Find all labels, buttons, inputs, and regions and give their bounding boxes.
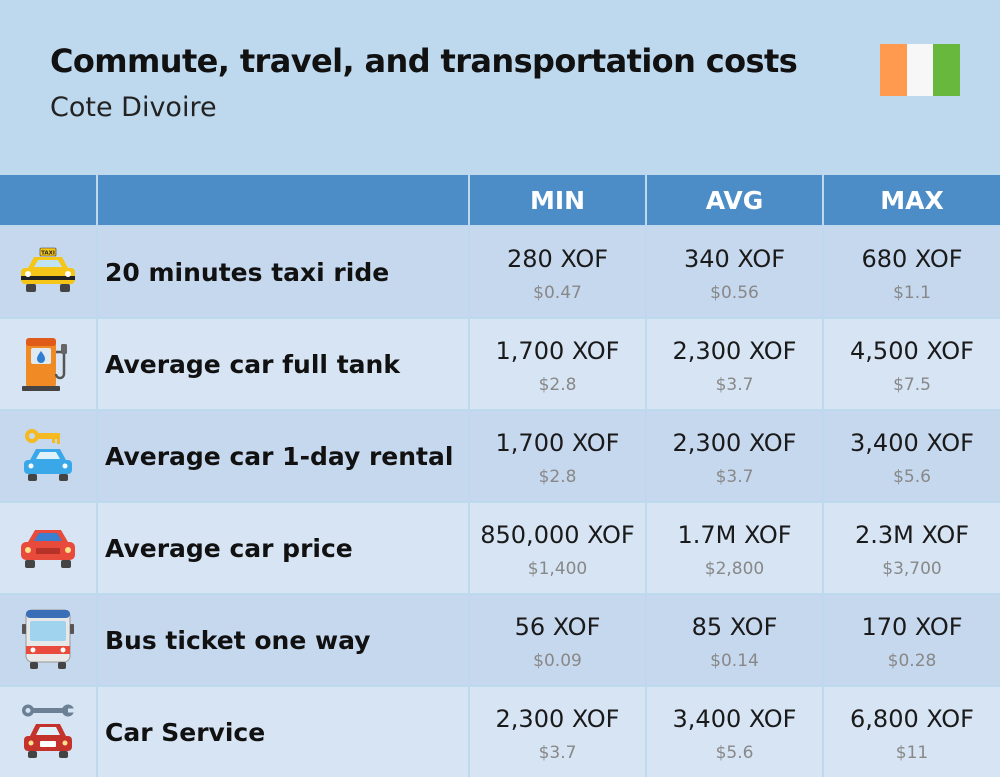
flag-stripe-orange (880, 44, 907, 96)
table-header-row: MIN AVG MAX (0, 175, 1000, 225)
table-row: TAXI 20 minutes taxi ride 280 XOF $0.47 … (0, 227, 1000, 317)
min-usd-value: $3.7 (538, 743, 577, 763)
min-local-value: 1,700 XOF (495, 337, 620, 365)
min-local-value: 280 XOF (506, 245, 609, 273)
max-usd-value: $5.6 (893, 467, 931, 487)
max-local-value: 3,400 XOF (850, 429, 974, 457)
avg-usd-value: $3.7 (715, 375, 754, 395)
country-subtitle: Cote Divoire (50, 92, 217, 123)
min-local-value: 850,000 XOF (480, 521, 635, 549)
header-label-cell (98, 175, 468, 225)
car-service-icon (22, 704, 75, 758)
avg-local-value: 1.7M XOF (677, 521, 792, 549)
flag-stripe-green (933, 44, 961, 96)
flag-icon (880, 44, 961, 96)
table-row: Bus ticket one way 56 XOF $0.09 85 XOF $… (0, 595, 1000, 685)
taxi-icon: TAXI (21, 247, 75, 292)
avg-local-value: 85 XOF (691, 613, 778, 641)
row-label: Average car 1-day rental (98, 411, 468, 501)
max-usd-value: $11 (895, 743, 929, 763)
avg-local-value: 3,400 XOF (672, 705, 797, 733)
max-usd-value: $3,700 (882, 559, 942, 579)
max-local-value: 680 XOF (861, 245, 963, 273)
avg-usd-value: $2,800 (704, 559, 765, 579)
max-local-value: 170 XOF (861, 613, 963, 641)
car-rental-icon (24, 429, 72, 481)
row-label: Average car full tank (98, 319, 468, 409)
max-usd-value: $7.5 (893, 375, 931, 395)
row-label: 20 minutes taxi ride (98, 227, 468, 317)
max-local-value: 2.3M XOF (854, 521, 970, 549)
column-header-avg: AVG (647, 175, 822, 225)
svg-text:TAXI: TAXI (41, 251, 55, 257)
row-label: Average car price (98, 503, 468, 593)
min-local-value: 56 XOF (514, 613, 601, 641)
min-usd-value: $0.09 (533, 651, 582, 671)
max-local-value: 6,800 XOF (850, 705, 974, 733)
max-usd-value: $0.28 (887, 651, 937, 671)
column-header-min: MIN (470, 175, 645, 225)
avg-usd-value: $0.14 (710, 651, 759, 671)
avg-usd-value: $3.7 (715, 467, 754, 487)
flag-stripe-white (906, 44, 934, 96)
table-row: Average car price 850,000 XOF $1,400 1.7… (0, 503, 1000, 593)
avg-usd-value: $5.6 (715, 743, 754, 763)
avg-local-value: 340 XOF (683, 245, 786, 273)
max-local-value: 4,500 XOF (850, 337, 974, 365)
car-icon (21, 530, 75, 568)
table-row: Average car 1-day rental 1,700 XOF $2.8 … (0, 411, 1000, 501)
page-header: Commute, travel, and transportation cost… (0, 0, 1000, 175)
bus-icon (22, 609, 74, 669)
fuel-pump-icon (22, 338, 67, 391)
table-row: Car Service 2,300 XOF $3.7 3,400 XOF $5.… (0, 687, 1000, 777)
page-title: Commute, travel, and transportation cost… (50, 42, 798, 80)
min-usd-value: $2.8 (538, 375, 577, 395)
min-usd-value: $0.47 (533, 283, 582, 303)
min-local-value: 2,300 XOF (495, 705, 620, 733)
avg-local-value: 2,300 XOF (672, 337, 797, 365)
max-usd-value: $1.1 (893, 283, 931, 303)
row-label: Car Service (98, 687, 468, 777)
table-row: Average car full tank 1,700 XOF $2.8 2,3… (0, 319, 1000, 409)
min-local-value: 1,700 XOF (495, 429, 620, 457)
cost-table: MIN AVG MAX TAXI 20 minutes taxi ride 28… (0, 175, 1000, 777)
row-label: Bus ticket one way (98, 595, 468, 685)
min-usd-value: $1,400 (527, 559, 588, 579)
avg-local-value: 2,300 XOF (672, 429, 797, 457)
min-usd-value: $2.8 (538, 467, 577, 487)
column-header-max: MAX (824, 175, 1000, 225)
avg-usd-value: $0.56 (710, 283, 759, 303)
header-icon-cell (0, 175, 96, 225)
